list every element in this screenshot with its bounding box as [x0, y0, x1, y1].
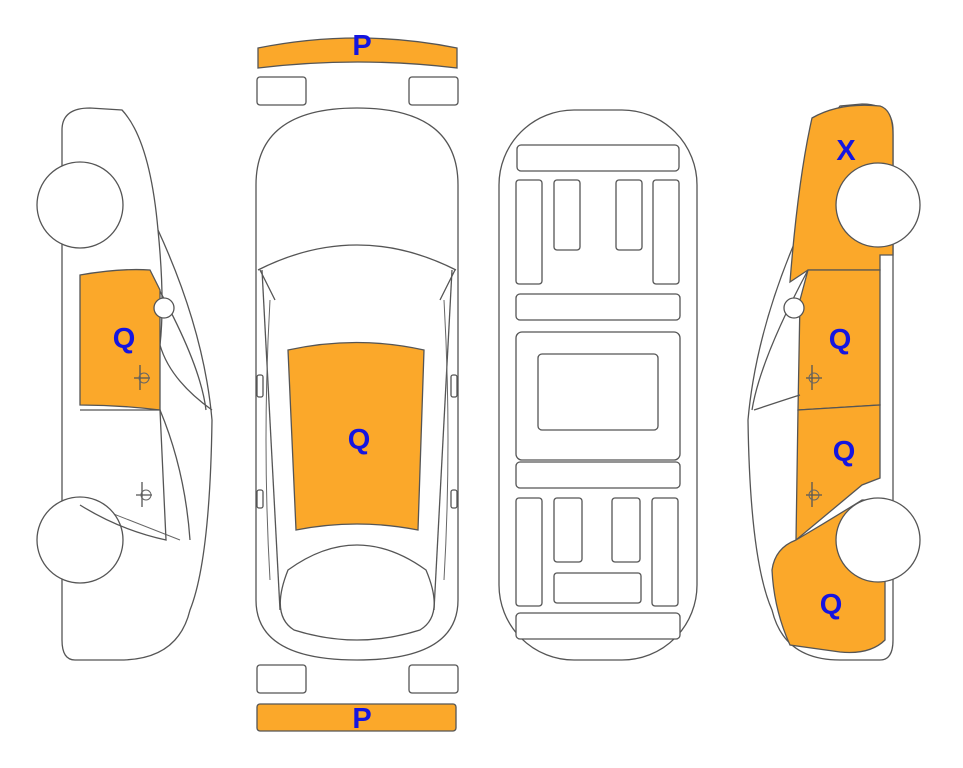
under-rear-box — [553, 572, 642, 604]
under-center-plate — [537, 353, 659, 431]
left-front-door-handle — [134, 365, 150, 390]
right-front-fender-code: X — [836, 135, 856, 167]
right-rear-door-panel[interactable] — [795, 404, 881, 542]
left-front-door-code: Q — [113, 323, 136, 355]
under-rear-left-box — [553, 497, 583, 563]
front-bumper-code: P — [352, 30, 371, 62]
roof-panel[interactable] — [287, 341, 425, 531]
right-pillar-line — [753, 394, 801, 411]
left-lower-line — [159, 409, 191, 541]
roof-code: Q — [348, 424, 371, 456]
right-front-handle-knob — [808, 372, 820, 384]
left-rear-handle-knob — [140, 489, 152, 501]
side-line-right — [443, 299, 449, 581]
rear-left-light — [256, 664, 307, 694]
right-rear-wheel — [835, 497, 921, 583]
mirror-right — [450, 374, 458, 398]
right-front-wheel — [835, 162, 921, 248]
under-rear-right-box — [611, 497, 641, 563]
windshield-top — [257, 244, 457, 271]
left-rear-wheel — [36, 496, 124, 584]
under-front-right-rail — [652, 179, 680, 285]
under-rear-right-rail — [651, 497, 679, 607]
left-front-handle-knob — [138, 372, 150, 384]
left-rear-door-panel — [79, 409, 167, 541]
under-mid-bar-1 — [515, 293, 681, 321]
right-rear-handle-knob — [808, 489, 820, 501]
handle-left — [256, 489, 264, 509]
front-right-light — [408, 76, 459, 106]
handle-right — [450, 489, 458, 509]
under-mid-bar-2 — [515, 461, 681, 489]
car-top-view — [255, 37, 459, 732]
car-right-side-view — [747, 103, 921, 661]
side-line-left — [265, 299, 271, 581]
a-pillar-right — [433, 269, 453, 611]
under-front-right-box — [615, 179, 643, 251]
a-pillar-left — [261, 269, 281, 611]
rear-right-light — [408, 664, 459, 694]
rear-bumper-code: P — [352, 703, 371, 735]
rear-window — [279, 544, 435, 641]
under-rear-left-rail — [515, 497, 543, 607]
right-mirror — [783, 297, 805, 319]
under-front-left-rail — [515, 179, 543, 285]
under-rear-bar — [515, 612, 681, 640]
car-left-side-view — [36, 107, 213, 661]
right-window-line — [751, 269, 809, 411]
car-underside-view — [498, 109, 698, 661]
mirror-left — [256, 374, 264, 398]
left-front-wheel — [36, 161, 124, 249]
damage-code-labels: P P Q Q X Q Q Q — [113, 30, 857, 735]
left-rear-door-handle — [136, 482, 152, 507]
under-front-bar — [516, 144, 680, 172]
front-left-light — [256, 76, 307, 106]
right-rear-quarter-code: Q — [820, 589, 843, 621]
left-mirror — [153, 297, 175, 319]
right-rear-door-code: Q — [833, 436, 856, 468]
front-bumper-panel[interactable] — [257, 37, 458, 69]
under-front-left-box — [553, 179, 581, 251]
rear-bumper-panel[interactable] — [256, 703, 457, 732]
right-front-door-code: Q — [829, 324, 852, 356]
